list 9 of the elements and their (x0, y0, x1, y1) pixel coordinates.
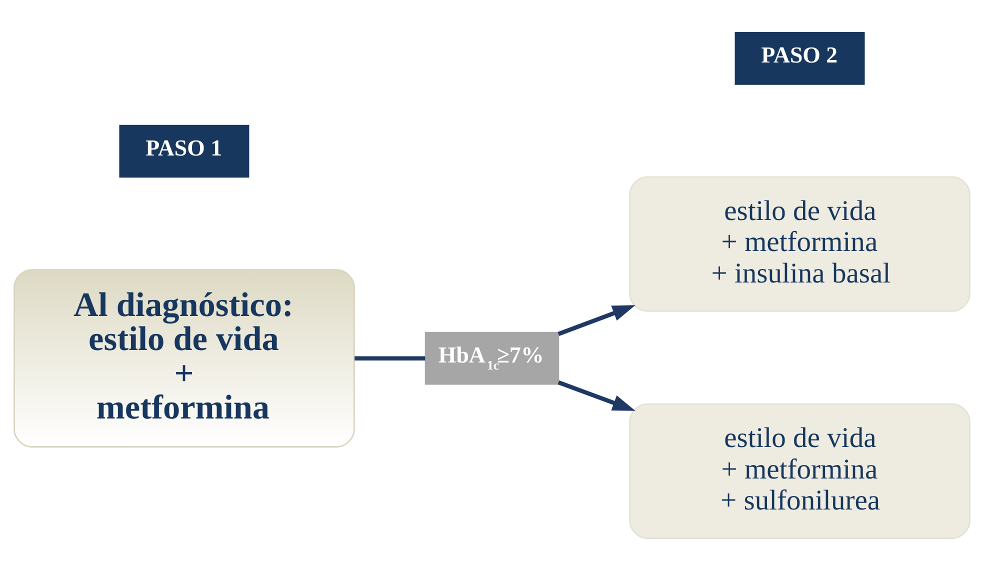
arrow (558, 380, 636, 411)
node-box: estilo de vida + metformina + sulfonilurea (629, 403, 970, 539)
connector (354, 356, 426, 360)
arrow (558, 305, 636, 336)
node-box: estilo de vida + metformina + insulina basal (629, 176, 970, 312)
node-box: Al diagnóstico: estilo de vida + metformina (14, 269, 355, 448)
node-box: PASO 2 (734, 32, 865, 85)
node-box: HbA$_{1c}$≥7% (424, 332, 560, 385)
node-box: PASO 1 (119, 124, 250, 178)
